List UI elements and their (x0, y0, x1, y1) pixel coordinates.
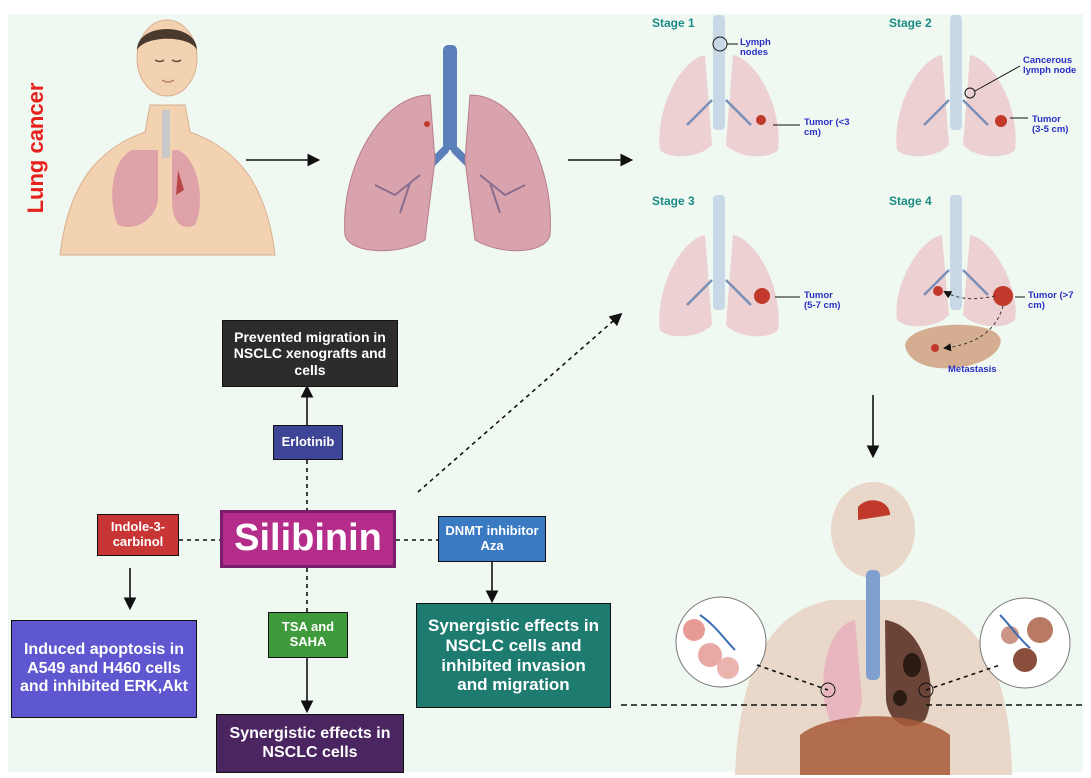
tumor-stage-2-label: Tumor (3-5 cm) (1032, 115, 1072, 136)
erlotinib-box: Erlotinib (273, 425, 343, 460)
silibinin-node: Silibinin (220, 510, 396, 568)
lungs-illustration (345, 45, 551, 251)
stage-2-label: Stage 2 (889, 16, 932, 30)
lymph-nodes-label: Lymph nodes (740, 38, 785, 59)
tumor-stage-4-label: Tumor (>7 cm) (1028, 291, 1084, 312)
stage-1-label: Stage 1 (652, 16, 695, 30)
metastasis-label: Metastasis (948, 365, 1008, 375)
human-anatomy-illustration (735, 482, 1012, 775)
dnmt-inhibitor-aza-box: DNMT inhibitor Aza (438, 516, 546, 562)
prevented-migration-box: Prevented migration in NSCLC xenografts … (222, 320, 398, 387)
stage-4-lungs (896, 195, 1015, 368)
cancerous-lymph-node-label: Cancerous lymph node (1023, 56, 1089, 77)
induced-apoptosis-box: Induced apoptosis in A549 and H460 cells… (11, 620, 197, 718)
tsa-saha-box: TSA and SAHA (268, 612, 348, 658)
stage-3-label: Stage 3 (652, 194, 695, 208)
figure-title: Lung cancer (23, 78, 49, 218)
tumor-stage-1-label: Tumor (<3 cm) (804, 118, 852, 139)
stage-2-lungs (896, 15, 1015, 156)
indole-3-carbinol-box: Indole-3-carbinol (97, 514, 179, 556)
human-torso-illustration (60, 20, 275, 255)
cancerous-alveoli-zoom (980, 598, 1070, 688)
tumor-stage-3-label: Tumor (5-7 cm) (804, 291, 844, 312)
stage-3-lungs (659, 195, 778, 336)
synergistic-effects-dnmt-box: Synergistic effects in NSCLC cells and i… (416, 603, 611, 708)
synergistic-effects-tsa-box: Synergistic effects in NSCLC cells (216, 714, 404, 773)
healthy-alveoli-zoom (676, 597, 766, 687)
stage-4-label: Stage 4 (889, 194, 932, 208)
